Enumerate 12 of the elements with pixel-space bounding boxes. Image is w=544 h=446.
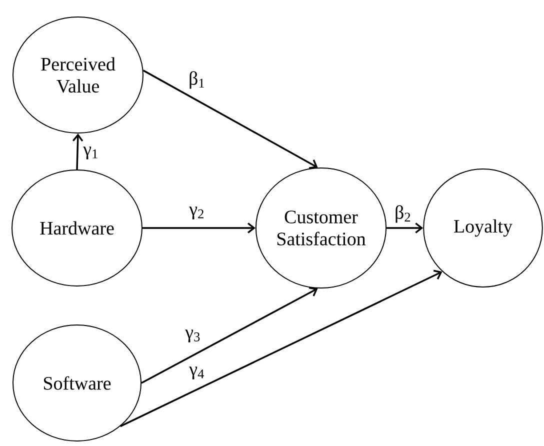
edge-label: γ$_{2}$ — [188, 205, 206, 221]
edge-label: β$_{2}$ — [393, 204, 413, 224]
edge-label: γ$_{1}$ — [82, 145, 100, 161]
arrow — [72, 134, 84, 170]
arrow — [120, 270, 442, 428]
edge-label: γ$_{3}$ — [184, 328, 202, 344]
arrow — [142, 70, 318, 169]
arrow — [141, 286, 318, 384]
arrow — [142, 222, 256, 234]
arrow — [386, 222, 424, 234]
edge-label: β$_{1}$ — [187, 70, 207, 90]
edge-label: γ$_{4}$ — [188, 365, 206, 381]
